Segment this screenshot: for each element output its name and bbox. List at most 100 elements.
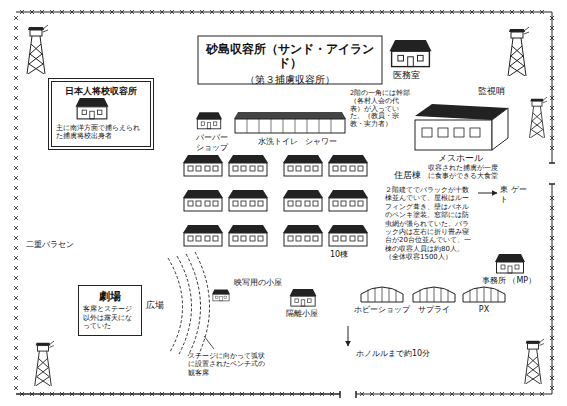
- building-label: 隔離小屋: [286, 309, 318, 319]
- note: 2階の一角には幹部（各村人会の代表）が入っていた。（教員・宗教・実力者）: [350, 90, 412, 129]
- wire-barb: [530, 10, 534, 14]
- officer-compound: 日本人将校収容所主に南洋方面で捕らえられた捕虜将校出身者: [48, 78, 154, 150]
- wire-barb: [14, 326, 18, 330]
- wire-barb: [520, 392, 524, 396]
- wire-barb: [550, 256, 554, 260]
- wire-barb: [50, 10, 54, 14]
- watchtower: [525, 339, 544, 384]
- wire-barb: [380, 392, 384, 396]
- wire-barb: [14, 266, 18, 270]
- wire-barb: [400, 10, 404, 14]
- wire-barb: [380, 10, 384, 14]
- wire-barb: [240, 10, 244, 14]
- wire-barb: [250, 392, 254, 396]
- wire-barb: [200, 392, 204, 396]
- wire-barb: [460, 10, 464, 14]
- isolation-hut: [290, 289, 317, 306]
- wire-barb: [470, 392, 474, 396]
- wire-barb: [220, 392, 224, 396]
- barber-building: [196, 112, 222, 128]
- wire-barb: [540, 392, 544, 396]
- wire-barb: [14, 236, 18, 240]
- wire-barb: [550, 226, 554, 230]
- wire-barb: [330, 392, 334, 396]
- building-space: [56, 98, 146, 124]
- honolulu-arrow: [348, 326, 349, 346]
- wire-barb: [110, 10, 114, 14]
- wire-barb: [210, 392, 214, 396]
- wire-barb: [340, 10, 344, 14]
- wire-barb: [440, 10, 444, 14]
- wire-barb: [460, 392, 464, 396]
- fence-line: [16, 12, 552, 394]
- wire-barb: [550, 206, 554, 210]
- wire-barb: [150, 392, 154, 396]
- barracks: [283, 155, 323, 176]
- wire-barb: [410, 392, 414, 396]
- wire-barb: [230, 392, 234, 396]
- count-label: 10棟: [330, 250, 348, 260]
- wire-barb: [140, 10, 144, 14]
- wire-barb: [130, 10, 134, 14]
- wire-barb: [550, 386, 554, 390]
- wire-barb: [550, 116, 554, 120]
- wire-barb: [14, 166, 18, 170]
- gate-arrow: [478, 193, 497, 194]
- wire-barb: [500, 10, 504, 14]
- wire-barb: [550, 106, 554, 110]
- leader-line: [204, 336, 214, 349]
- note: 収容された捕虜が一度に食事ができる大食堂: [428, 165, 504, 181]
- theater-box: 劇場客席とステージ以外は露天になっていた: [78, 285, 142, 336]
- wire-barb: [120, 392, 124, 396]
- node-note: 客席とステージ以外は露天になっていた: [83, 305, 137, 330]
- wire-barb: [550, 246, 554, 250]
- wire-barb: [300, 392, 304, 396]
- wire-barb: [130, 392, 134, 396]
- wire-barb: [440, 392, 444, 396]
- wire-barb: [80, 10, 84, 14]
- wire-barb: [550, 66, 554, 70]
- wire-barb: [550, 376, 554, 380]
- wire-barb: [14, 246, 18, 250]
- wire-barb: [14, 196, 18, 200]
- wire-barb: [14, 66, 18, 70]
- officer-building: [76, 98, 109, 119]
- wire-barb: [140, 392, 144, 396]
- barracks: [228, 190, 268, 211]
- building-label: シャワー: [305, 137, 337, 147]
- wire-barb: [14, 296, 18, 300]
- gate-post: [340, 163, 555, 398]
- projection-hut: [212, 290, 230, 301]
- wire-barb: [14, 216, 18, 220]
- audience-seats: [168, 258, 183, 352]
- wire-barb: [550, 326, 554, 330]
- officer-building: [74, 98, 114, 122]
- title: 砂島収容所（サンド・アイランド）: [198, 42, 382, 71]
- wire-barb: [490, 392, 494, 396]
- watchtower: [27, 25, 48, 74]
- office-building: [495, 254, 525, 273]
- wire-barb: [14, 126, 18, 130]
- barracks: [328, 155, 368, 176]
- wire-barb: [14, 306, 18, 310]
- wire-barb: [480, 392, 484, 396]
- wire-barb: [14, 36, 18, 40]
- wire-barb: [400, 392, 404, 396]
- wire-barb: [14, 276, 18, 280]
- note: ２階建てでバラックが十数棟並んでいて、屋根はルーフィング葺き、壁はパネルのペンキ…: [385, 186, 473, 262]
- barracks: [228, 225, 268, 246]
- wire-barb: [550, 356, 554, 360]
- infirmary-building: [390, 40, 432, 67]
- wire-barb: [14, 76, 18, 80]
- wire-barb: [14, 116, 18, 120]
- wire-barb: [170, 10, 174, 14]
- wire-barb: [550, 196, 554, 200]
- mess-hall-building: [470, 128, 480, 137]
- wire-barb: [14, 96, 18, 100]
- wire-barb: [320, 392, 324, 396]
- wire-barb: [14, 46, 18, 50]
- fence-label: 二重バラセン: [26, 240, 74, 250]
- wire-barb: [420, 10, 424, 14]
- wire-barb: [70, 392, 74, 396]
- subtitle: （第３捕虜収容所）: [198, 74, 382, 86]
